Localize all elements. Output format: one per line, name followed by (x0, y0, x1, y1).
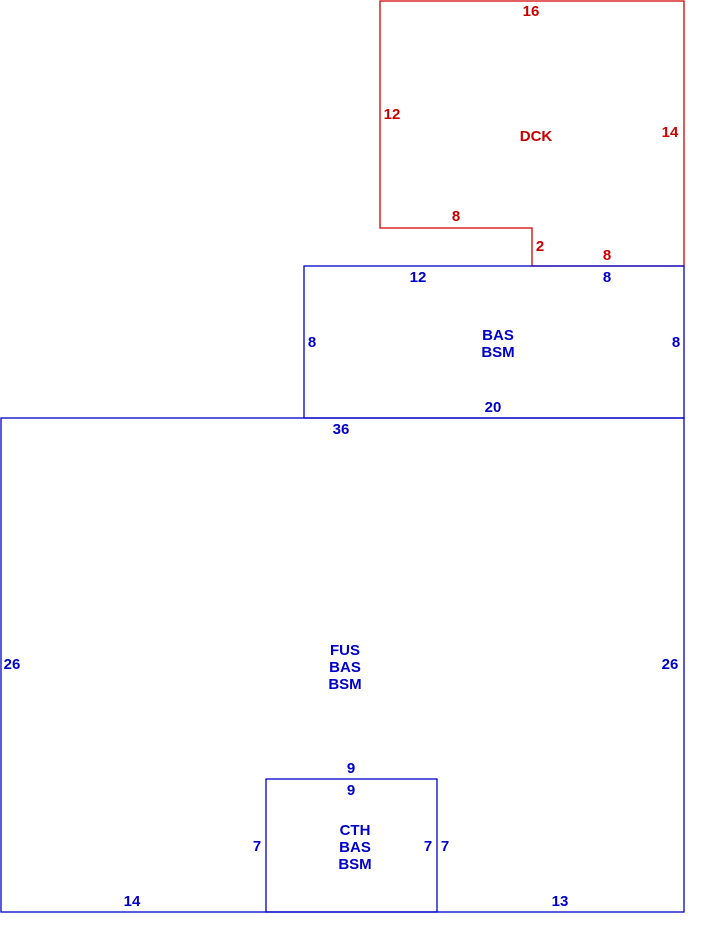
main-area-code-line2: BAS (329, 659, 361, 676)
bottom-right-outer-dimension: 7 (441, 838, 449, 855)
bottom-top-outer-dimension: 9 (347, 760, 355, 777)
main-area-code-line1: FUS (330, 642, 360, 659)
upper-bottom-dimension: 20 (485, 399, 502, 416)
deck-top-dimension: 16 (523, 3, 540, 20)
deck-left-dimension: 12 (384, 106, 401, 123)
main-top-dimension: 36 (333, 421, 350, 438)
main-left-dimension: 26 (4, 656, 21, 673)
bottom-area-code-line1: CTH (340, 822, 371, 839)
upper-left-dimension: 8 (308, 334, 316, 351)
deck-step-vertical-dimension: 2 (536, 238, 544, 255)
main-right-dimension: 26 (662, 656, 679, 673)
upper-area-code-line2: BSM (481, 344, 514, 361)
deck-right-dimension: 14 (662, 124, 679, 141)
upper-area-code-line1: BAS (482, 327, 514, 344)
bottom-right-inner-dimension: 7 (424, 838, 432, 855)
upper-top-left-dimension: 12 (410, 269, 427, 286)
bottom-top-inner-dimension: 9 (347, 782, 355, 799)
deck-bottom-right-dimension: 8 (603, 247, 611, 264)
main-area-code-line3: BSM (328, 676, 361, 693)
bottom-area-outline (265, 778, 438, 913)
bottom-area-code-line3: BSM (338, 856, 371, 873)
upper-right-dimension: 8 (672, 334, 680, 351)
deck-step-horizontal-dimension: 8 (452, 208, 460, 225)
deck-code-label: DCK (520, 128, 553, 145)
upper-top-right-dimension: 8 (603, 269, 611, 286)
main-bottom-right-dimension: 13 (552, 893, 569, 910)
bottom-left-dimension: 7 (253, 838, 261, 855)
main-bottom-left-dimension: 14 (124, 893, 141, 910)
bottom-area-code-line2: BAS (339, 839, 371, 856)
